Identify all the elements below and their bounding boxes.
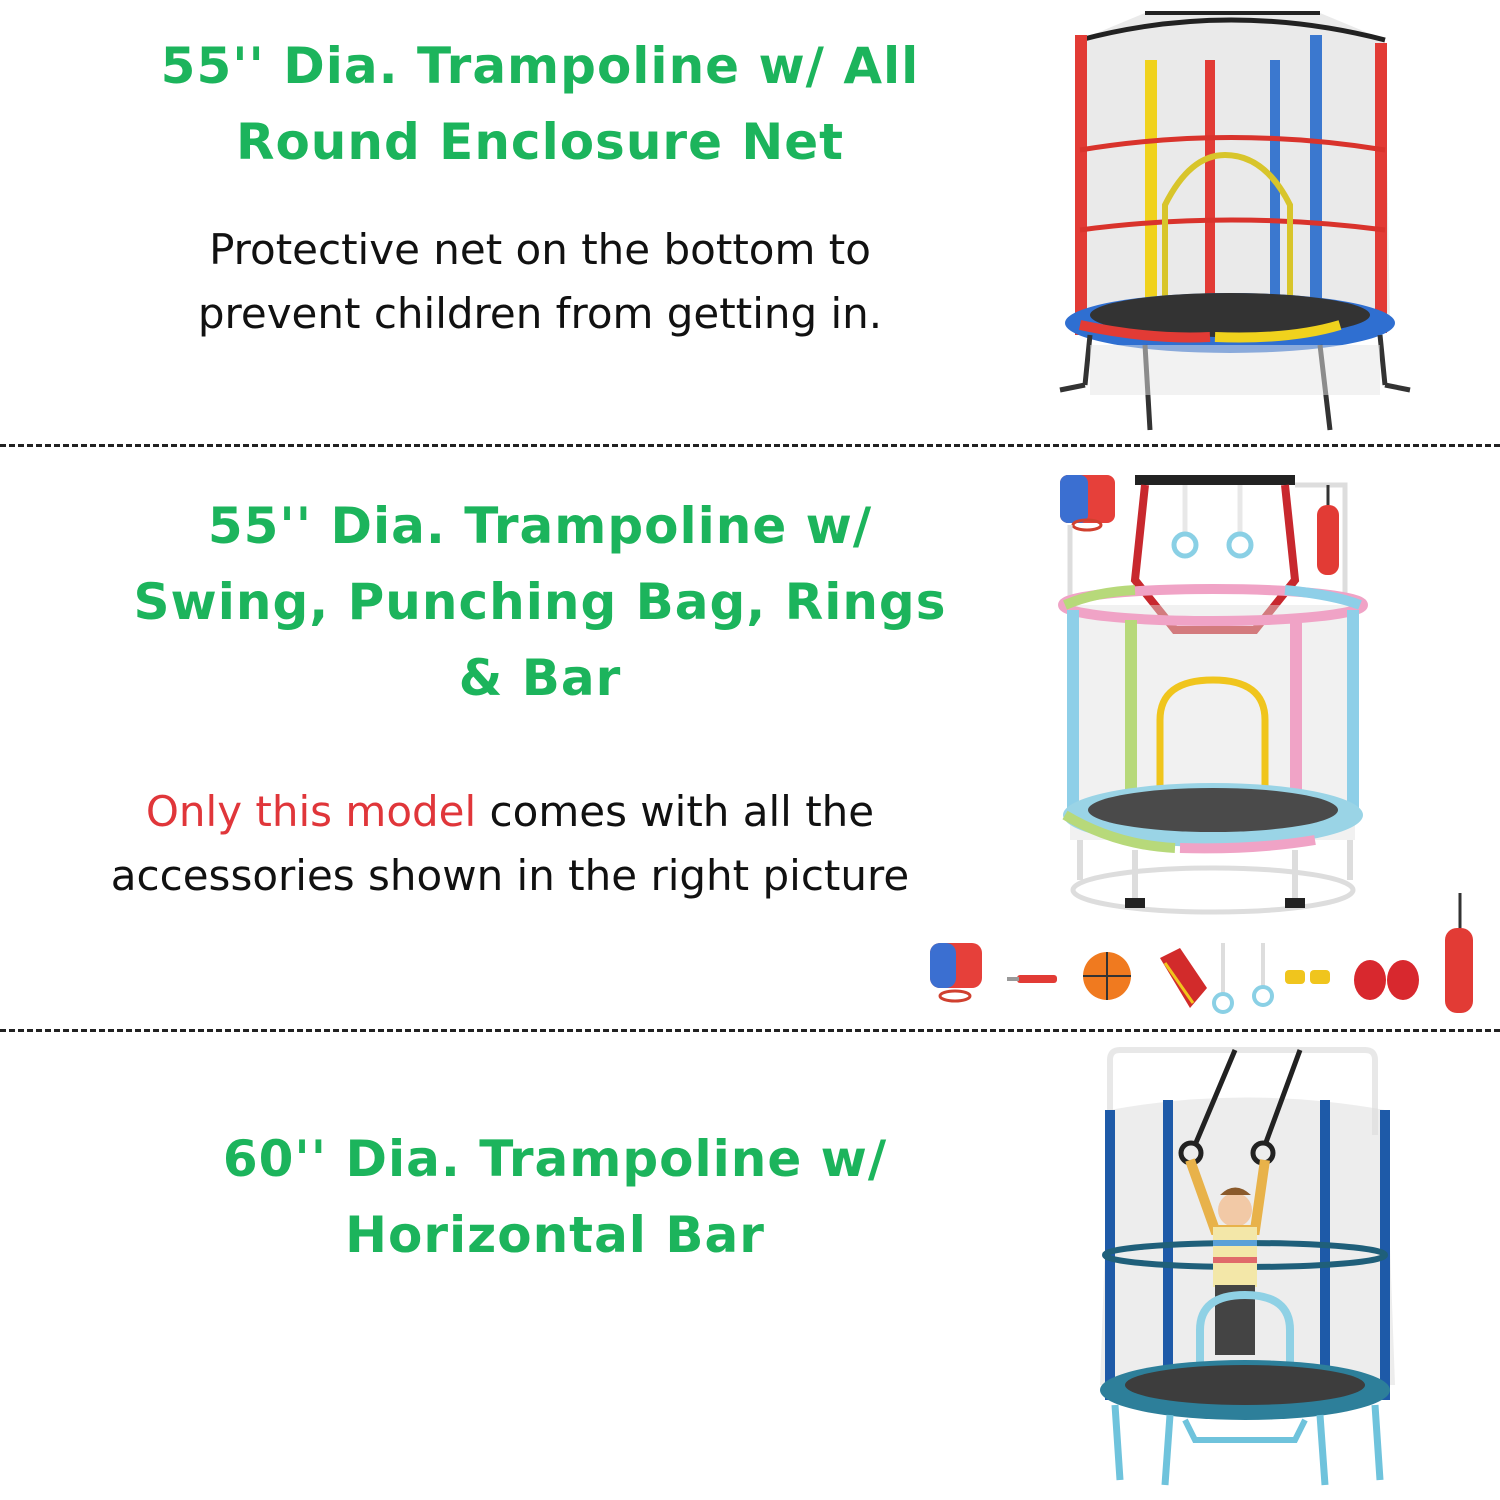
section-description: Protective net on the bottom to prevent … (120, 218, 960, 346)
desc-line: accessories shown in the right picture (110, 851, 910, 900)
title-line: 55'' Dia. Trampoline w/ (207, 497, 873, 555)
multicolor-trampoline-image (1059, 11, 1411, 431)
desc-line: Protective net on the bottom to (209, 225, 871, 274)
section-title: 55'' Dia. Trampoline w/ Swing, Punching … (90, 488, 990, 716)
ring-strap-icon (1252, 943, 1274, 1007)
section-divider (0, 444, 1500, 447)
title-line: 60'' Dia. Trampoline w/ (222, 1130, 888, 1188)
title-line: Round Enclosure Net (235, 113, 845, 171)
basketball-hoop-icon (930, 943, 982, 1003)
desc-text: comes with all the (476, 787, 875, 836)
desc-line: prevent children from getting in. (197, 289, 883, 338)
accessories-row (925, 888, 1495, 1023)
product-section-1: 55'' Dia. Trampoline w/ All Round Enclos… (0, 0, 1500, 440)
title-line: Horizontal Bar (345, 1206, 765, 1264)
desc-line: Only this model comes with all the (80, 780, 940, 844)
product-section-3: 60'' Dia. Trampoline w/ Horizontal Bar (0, 1035, 1500, 1500)
section-title: 55'' Dia. Trampoline w/ All Round Enclos… (100, 28, 980, 180)
ring-strap-icon (1212, 943, 1234, 1014)
punching-bag-icon (1445, 893, 1473, 1013)
wrist-band-icon (1285, 970, 1330, 984)
swing-hammock-icon (1160, 948, 1207, 1008)
highlight-text: Only this model (145, 787, 477, 836)
title-line: & Bar (458, 649, 622, 707)
boxing-gloves-icon (1354, 960, 1419, 1000)
section-title: 60'' Dia. Trampoline w/ Horizontal Bar (140, 1121, 970, 1273)
section-divider (0, 1029, 1500, 1032)
basketball-icon (1083, 952, 1131, 1000)
blue-trampoline-image (1100, 1047, 1395, 1486)
pastel-trampoline-image (1058, 475, 1368, 915)
product-section-2: 55'' Dia. Trampoline w/ Swing, Punching … (0, 450, 1500, 1025)
pump-icon (1007, 975, 1057, 983)
section-description: Only this model comes with all the acces… (80, 780, 940, 908)
title-line: 55'' Dia. Trampoline w/ All (160, 37, 920, 95)
title-line: Swing, Punching Bag, Rings (133, 573, 947, 631)
